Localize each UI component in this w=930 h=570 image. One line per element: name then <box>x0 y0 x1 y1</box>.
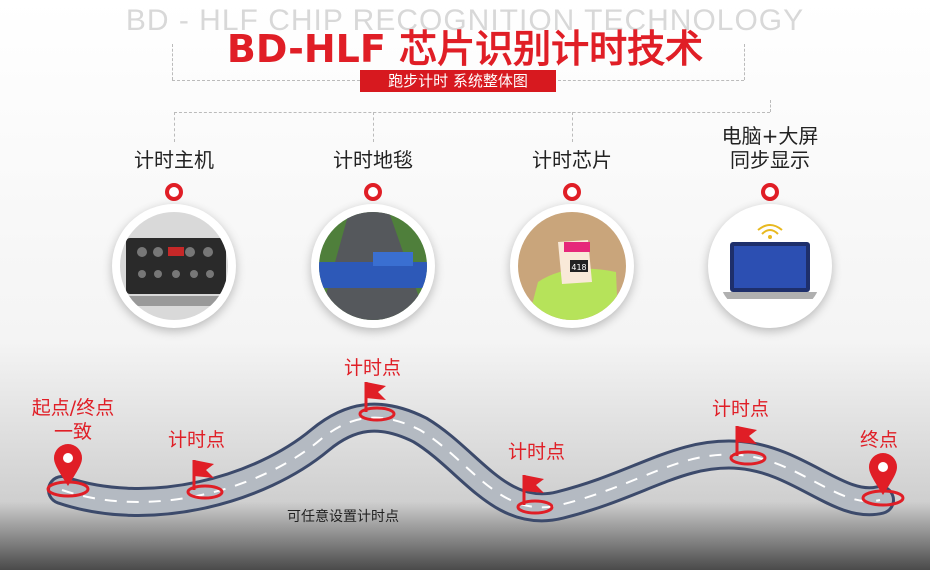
connector-line <box>373 112 374 142</box>
start-label-text: 起点/终点 一致 <box>31 397 115 443</box>
subtitle-badge: 跑步计时 系统整体图 <box>360 70 556 92</box>
display-image <box>708 204 832 328</box>
finish-label: 终点 <box>860 429 899 451</box>
timing-mat-icon <box>319 212 427 320</box>
timing-host-image <box>112 204 236 328</box>
shoe-chip-icon: 418 <box>528 240 618 320</box>
component-label-chip: 计时芯片 <box>532 148 612 172</box>
start-label: 起点/终点 一致 <box>18 396 128 444</box>
header-divider <box>744 44 745 80</box>
timing-chip-image: 418 <box>510 204 634 328</box>
pin-icon <box>165 183 183 201</box>
checkpoint-label: 计时点 <box>168 429 226 451</box>
display-label-text: 电脑+大屏 同步显示 <box>721 124 819 172</box>
component-label-display: 电脑+大屏 同步显示 <box>710 124 830 172</box>
connector-line <box>174 112 175 142</box>
laptop-wireless-icon <box>722 224 818 299</box>
connector-line <box>174 112 770 113</box>
pin-icon <box>761 183 779 201</box>
checkpoint-label: 计时点 <box>344 357 402 379</box>
header-divider <box>172 44 173 80</box>
component-label-mat: 计时地毯 <box>333 148 413 172</box>
page-title: BD-HLF 芯片识别计时技术 <box>226 27 704 71</box>
background-english-title: BD - HLF CHIP RECOGNITION TECHNOLOGY <box>125 4 805 37</box>
connector-line <box>572 112 573 142</box>
header-divider <box>172 80 360 81</box>
timing-mat-image <box>311 204 435 328</box>
pin-icon <box>563 183 581 201</box>
component-label-host: 计时主机 <box>134 148 214 172</box>
timing-host-icon <box>126 238 228 306</box>
checkpoint-label: 计时点 <box>712 398 770 420</box>
header-divider <box>558 80 744 81</box>
svg-text:418: 418 <box>571 263 586 272</box>
route-caption: 可任意设置计时点 <box>287 509 399 525</box>
connector-line <box>770 100 771 112</box>
checkpoint-label: 计时点 <box>508 441 566 463</box>
pin-icon <box>364 183 382 201</box>
